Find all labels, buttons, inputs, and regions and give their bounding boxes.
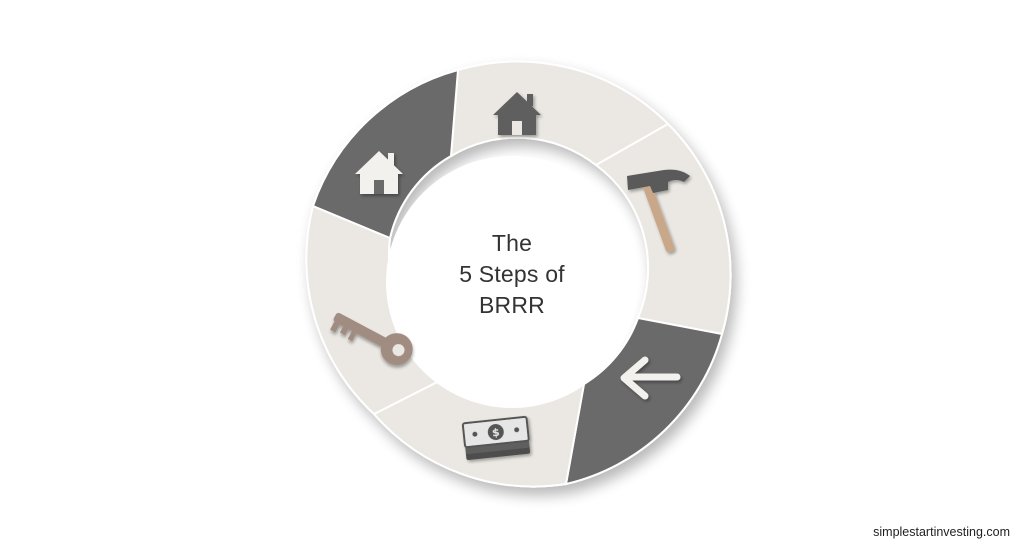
segment-repeat — [311, 68, 460, 240]
site-watermark: simplestartinvesting.com — [873, 525, 1010, 539]
house-icon — [355, 151, 403, 194]
center-title-line3: BRRR — [479, 292, 545, 318]
ring-center — [386, 156, 638, 408]
center-title-line2: 5 Steps of — [459, 261, 565, 287]
svg-text:$: $ — [491, 426, 500, 440]
money-stack-icon: $ — [461, 415, 531, 461]
house-icon — [493, 92, 541, 135]
arrow-left-icon — [620, 356, 681, 400]
center-title-line1: The — [491, 230, 533, 256]
hammer-icon — [627, 169, 690, 253]
key-icon — [330, 312, 413, 366]
center-title: The 5 Steps of BRRR — [412, 228, 612, 321]
segment-rent — [564, 316, 724, 486]
